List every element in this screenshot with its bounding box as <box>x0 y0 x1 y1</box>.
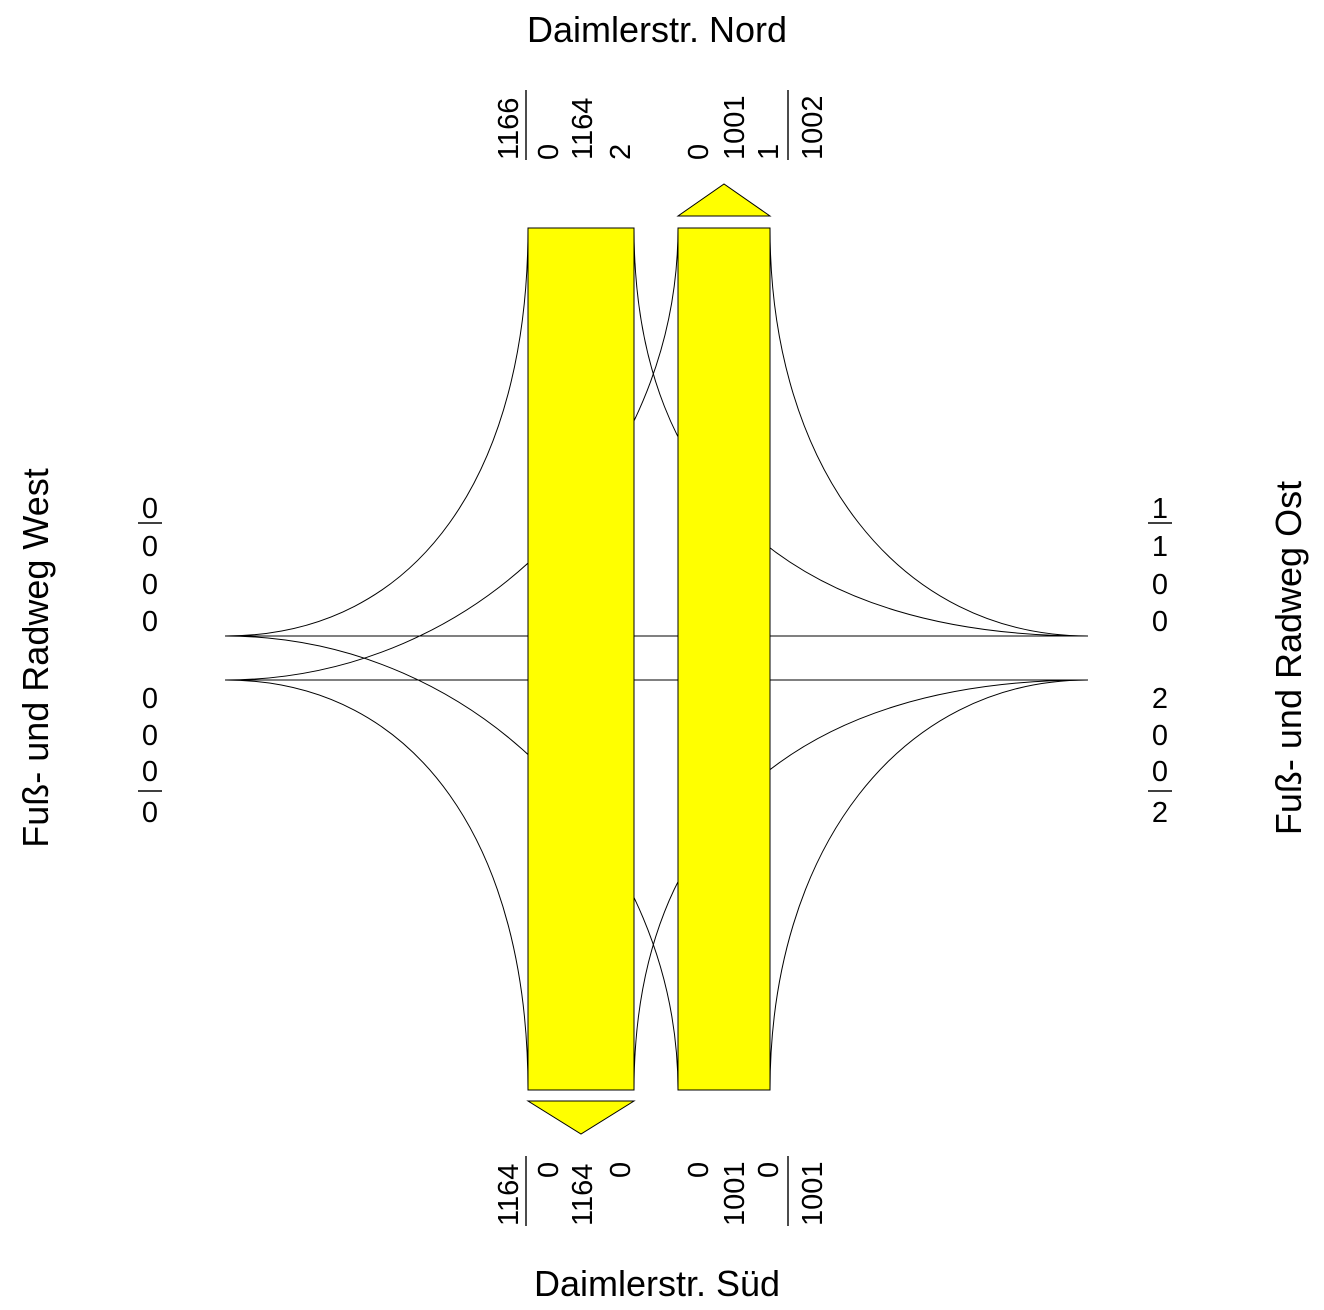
flow-curve-north-outbound-right-to-east-upper <box>769 227 1089 637</box>
east-values: 1 1 0 0 2 0 0 2 <box>1148 493 1172 829</box>
east-upper-value-4: 0 <box>1152 606 1168 638</box>
flow-curve-north-left-to-west-upper <box>224 227 529 637</box>
north-inbound-straight: 1164 <box>567 98 599 160</box>
south-inbound-left: 0 <box>533 1162 565 1178</box>
north-inbound-values: 1166 0 1164 2 <box>493 90 637 160</box>
east-upper-value-3: 0 <box>1152 569 1168 601</box>
north-outbound-values: 0 1001 1 1002 <box>683 90 829 160</box>
west-lower-value-3: 0 <box>142 756 158 788</box>
west-values: 0 0 0 0 0 0 0 0 <box>138 493 162 829</box>
south-outbound-straight: 1001 <box>719 1161 751 1226</box>
band-northbound <box>677 227 771 1091</box>
arm-title-north: Daimlerstr. Nord <box>527 9 787 50</box>
north-outbound-straight: 1001 <box>719 95 751 160</box>
south-inbound-straight: 1164 <box>567 1164 599 1226</box>
north-inbound-left: 0 <box>533 144 565 160</box>
south-inbound-right: 0 <box>605 1162 637 1178</box>
west-upper-value-4: 0 <box>142 606 158 638</box>
north-outbound-right: 1 <box>753 144 785 160</box>
north-outbound-left: 0 <box>683 144 715 160</box>
arm-title-west: Fuß- und Radweg West <box>15 468 56 848</box>
west-upper-total: 0 <box>142 493 158 525</box>
west-lower-total: 0 <box>142 797 158 829</box>
south-outbound-total: 1001 <box>797 1161 829 1226</box>
arm-title-south: Daimlerstr. Süd <box>534 1263 780 1304</box>
east-upper-total: 1 <box>1152 493 1168 525</box>
east-lower-value-1: 2 <box>1152 683 1168 715</box>
north-inbound-right: 2 <box>605 144 637 160</box>
south-outbound-values: 0 1001 0 1001 <box>683 1156 829 1226</box>
arrow-south-outbound <box>526 1100 636 1135</box>
south-outbound-right: 0 <box>753 1162 785 1178</box>
arm-title-east: Fuß- und Radweg Ost <box>1268 481 1309 835</box>
south-inbound-total: 1164 <box>493 1164 525 1226</box>
north-outbound-total: 1002 <box>797 95 829 160</box>
west-lower-value-1: 0 <box>142 683 158 715</box>
flow-bands <box>526 183 772 1135</box>
flow-curve-south-left-to-west-lower <box>224 679 529 1091</box>
east-lower-total: 2 <box>1152 797 1168 829</box>
south-inbound-values: 1164 0 1164 0 <box>493 1156 637 1226</box>
flow-curve-south-outbound-right-to-east-lower <box>769 679 1089 1091</box>
arrow-north-outbound <box>676 183 772 217</box>
west-lower-value-2: 0 <box>142 720 158 752</box>
east-lower-value-2: 0 <box>1152 720 1168 752</box>
south-outbound-left: 0 <box>683 1162 715 1178</box>
band-southbound <box>527 227 635 1091</box>
east-upper-value-2: 1 <box>1152 531 1168 563</box>
east-lower-value-3: 0 <box>1152 756 1168 788</box>
north-inbound-total: 1166 <box>493 98 525 160</box>
west-upper-value-3: 0 <box>142 569 158 601</box>
flow-curves <box>224 227 1089 1091</box>
west-upper-value-2: 0 <box>142 531 158 563</box>
